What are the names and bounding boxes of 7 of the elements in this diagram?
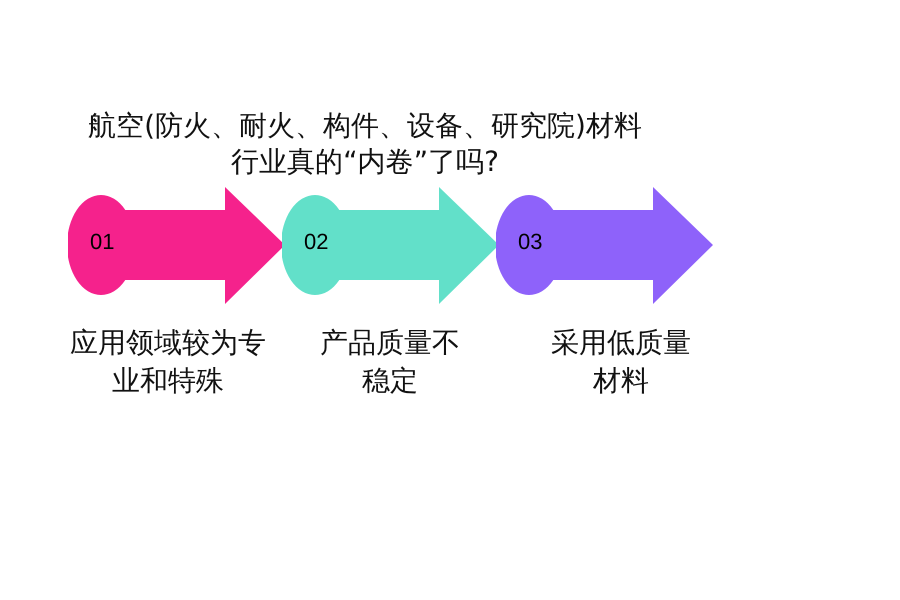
step-number: 03 — [518, 229, 542, 255]
step-number: 02 — [304, 229, 328, 255]
caption-text: 应用领域较为专业和特殊 — [70, 325, 266, 399]
step-number: 01 — [90, 229, 114, 255]
caption-text: 产品质量不稳定 — [319, 325, 461, 399]
title: 航空(防火、耐火、构件、设备、研究院)材料行业真的“内卷”了吗? — [87, 108, 643, 180]
caption-text: 采用低质量材料 — [550, 325, 692, 399]
